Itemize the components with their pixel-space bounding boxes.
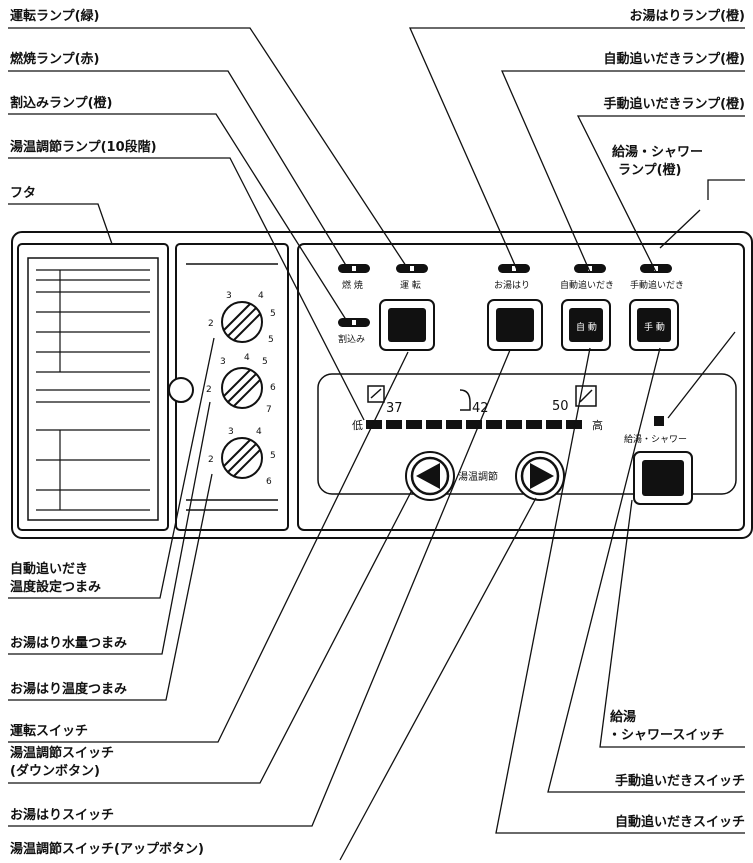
knob2-mark-7: 7 xyxy=(266,405,272,415)
knob3-mark-5: 5 xyxy=(270,451,276,461)
shower-icon xyxy=(367,385,385,403)
unten-label: 運 転 xyxy=(400,280,421,291)
lid xyxy=(17,243,169,531)
kitchen-icon xyxy=(575,385,597,407)
knob1-mark-4: 4 xyxy=(258,291,264,301)
knob1-mark-2: 2 xyxy=(208,319,214,329)
kyuto-shower-switch[interactable] xyxy=(633,451,693,505)
callout-oyuhari-lamp: お湯はりランプ(橙) xyxy=(629,9,746,24)
temp-37: 37 xyxy=(386,401,403,416)
callout-kyuto-lamp-2: ランプ(橙) xyxy=(618,163,682,178)
temp-level-bar xyxy=(366,420,582,429)
callout-unten-lamp: 運転ランプ(緑) xyxy=(10,9,100,24)
callout-nensho-lamp: 燃焼ランプ(赤) xyxy=(10,52,100,67)
knob1-mark-5b: 5 xyxy=(268,335,274,345)
callout-up-switch: 湯温調節スイッチ(アップボタン) xyxy=(10,842,204,857)
left-arrow-icon xyxy=(416,463,440,489)
callout-kyuto-switch-2: ・シャワースイッチ xyxy=(608,728,725,743)
callout-kyuto-lamp-1: 給湯・シャワー xyxy=(612,145,704,160)
callout-yuon-lamp: 湯温調節ランプ(10段階) xyxy=(10,140,157,155)
low-label: 低 xyxy=(352,419,363,432)
jidou-button-text: 自 動 xyxy=(576,321,597,333)
knob2-mark-4: 4 xyxy=(244,353,250,363)
knob-oyuhari-volume[interactable] xyxy=(221,367,263,409)
callout-futa: フタ xyxy=(10,186,37,201)
callout-suiryo-knob: お湯はり水量つまみ xyxy=(10,636,128,651)
temp-up-button[interactable] xyxy=(515,451,565,501)
jidou-label: 自動追いだき xyxy=(560,279,614,291)
unten-switch[interactable] xyxy=(379,299,435,351)
shudou-label: 手動追いだき xyxy=(630,279,684,291)
high-label: 高 xyxy=(592,418,603,432)
nensho-label: 燃 焼 xyxy=(342,279,363,291)
knob1-mark-5a: 5 xyxy=(270,309,276,319)
knob-oyuhari-temp[interactable] xyxy=(221,437,263,479)
shudou-button-text: 手 動 xyxy=(644,321,665,333)
shudou-switch[interactable]: 手 動 xyxy=(629,299,679,351)
warikomi-label: 割込み xyxy=(338,333,365,345)
device-body xyxy=(11,231,753,539)
knob2-mark-6: 6 xyxy=(270,383,276,393)
knob3-mark-4: 4 xyxy=(256,427,262,437)
knob2-mark-5: 5 xyxy=(262,357,268,367)
callout-down-switch-1: 湯温調節スイッチ xyxy=(10,746,115,761)
knob3-mark-2: 2 xyxy=(208,455,214,465)
main-panel xyxy=(297,243,745,531)
callout-unten-switch: 運転スイッチ xyxy=(10,724,89,739)
oyuhari-switch[interactable] xyxy=(487,299,543,351)
callout-jidou-knob-2: 温度設定つまみ xyxy=(10,580,102,595)
callout-ondo-knob: お湯はり温度つまみ xyxy=(10,682,128,697)
knob2-mark-3: 3 xyxy=(220,357,226,367)
callout-shudou-lamp: 手動追いだきランプ(橙) xyxy=(603,97,746,112)
callout-down-switch-2: (ダウンボタン) xyxy=(10,764,100,779)
callout-jidou-knob-1: 自動追いだき xyxy=(10,562,89,577)
oyuhari-label: お湯はり xyxy=(494,280,530,291)
callout-jidou-switch: 自動追いだきスイッチ xyxy=(614,815,745,830)
kyuto-shower-label: 給湯・シャワー xyxy=(624,433,687,445)
yuon-chousetsu-label: 湯温調節 xyxy=(458,470,498,483)
kyuto-lamp xyxy=(654,416,664,426)
callout-shudou-switch: 手動追いだきスイッチ xyxy=(614,774,745,789)
knob1-mark-3: 3 xyxy=(226,291,232,301)
temp-down-button[interactable] xyxy=(405,451,455,501)
callout-oyuhari-switch: お湯はりスイッチ xyxy=(10,808,115,823)
temp-50: 50 xyxy=(552,399,569,414)
knob3-mark-3: 3 xyxy=(228,427,234,437)
right-arrow-icon xyxy=(530,463,554,489)
callout-warikomi-lamp: 割込みランプ(橙) xyxy=(10,96,113,111)
jidou-switch[interactable]: 自 動 xyxy=(561,299,611,351)
bath-icon xyxy=(459,389,471,411)
knob2-mark-2: 2 xyxy=(206,385,212,395)
knob-jidou-temp[interactable] xyxy=(221,301,263,343)
knob3-mark-6: 6 xyxy=(266,477,272,487)
callout-kyuto-switch-1: 給湯 xyxy=(610,710,637,725)
callout-jidou-lamp: 自動追いだきランプ(橙) xyxy=(603,52,746,67)
